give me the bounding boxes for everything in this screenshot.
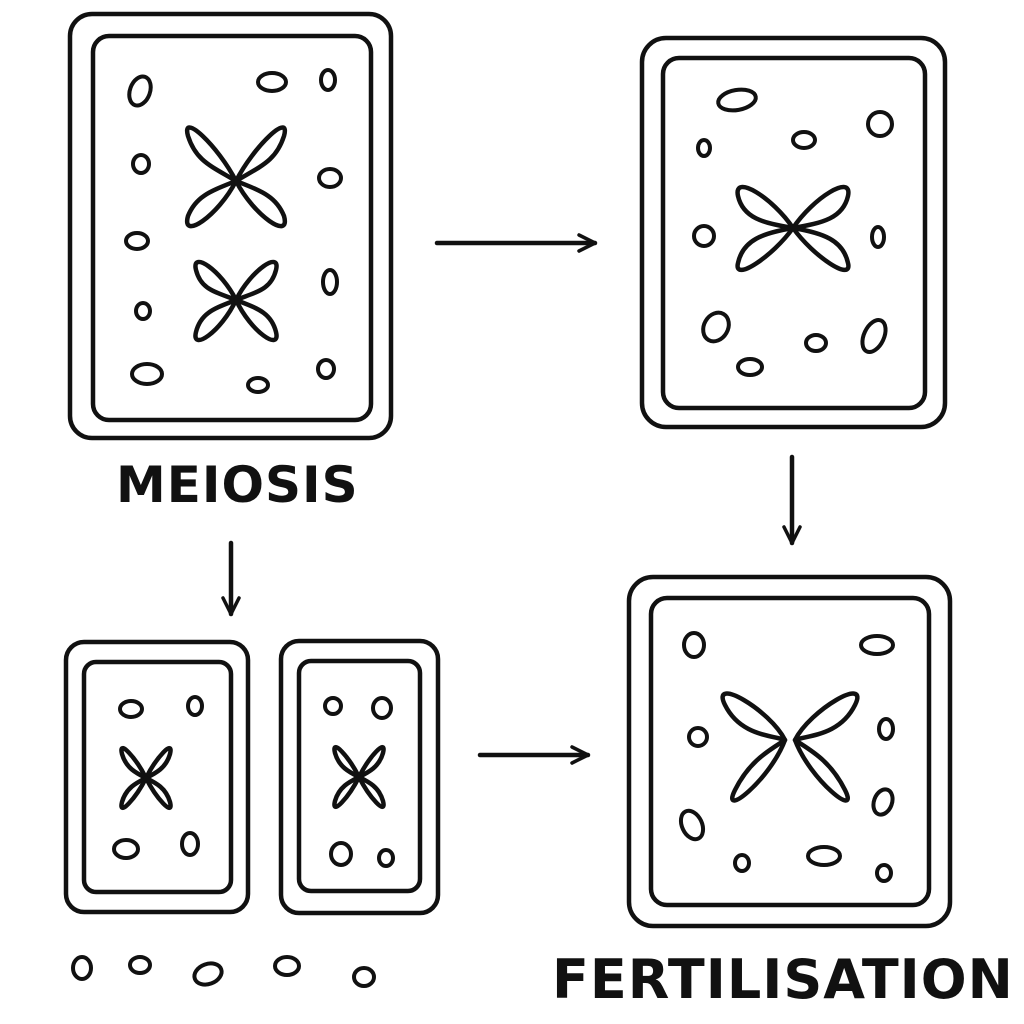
label-meiosis: MEIOSIS	[116, 456, 359, 514]
chromosome-single	[735, 184, 851, 273]
chromosome-pair-lower	[193, 259, 279, 343]
parent-cell	[67, 11, 394, 441]
organelle-dots	[692, 87, 894, 377]
daughter-cell-right	[278, 638, 441, 916]
chromosome-pair-upper	[184, 125, 288, 229]
gamete-cell	[639, 35, 948, 430]
organelle-dots	[112, 695, 204, 860]
zygote-cell	[626, 574, 953, 929]
chromosome-pair	[119, 746, 173, 810]
label-fertilisation: FERTILISATION	[552, 948, 1014, 1011]
organelle-dots	[678, 631, 895, 883]
organelle-dots	[323, 696, 395, 868]
organelle-dots	[124, 68, 343, 394]
chromosome-pair	[332, 745, 386, 809]
daughter-cell-left	[63, 639, 251, 915]
free-organelles	[71, 955, 376, 988]
chromosome-fused	[720, 691, 860, 803]
